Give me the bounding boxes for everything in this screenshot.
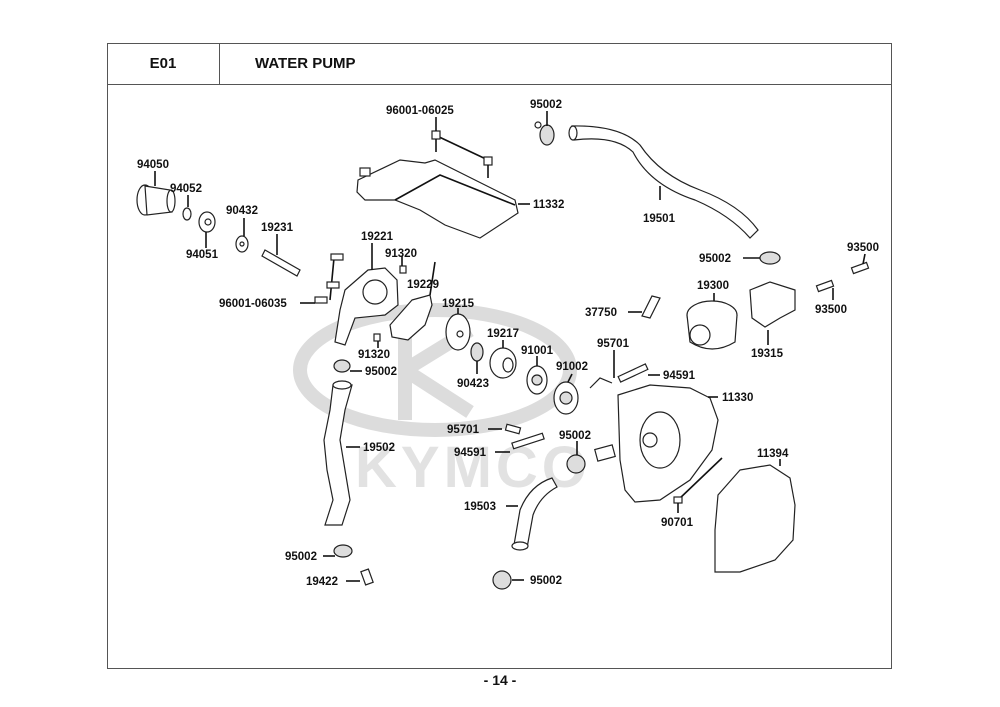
part-19215[interactable] <box>445 313 471 351</box>
callout-91320[interactable]: 91320 <box>358 349 390 361</box>
part-19503[interactable] <box>513 477 558 549</box>
callout-90701[interactable]: 90701 <box>661 517 694 529</box>
callout-19503[interactable]: 19503 <box>464 501 496 513</box>
part-94591-a[interactable] <box>617 363 649 383</box>
part-19422[interactable] <box>360 568 374 586</box>
callout-93500[interactable]: 93500 <box>815 304 847 316</box>
part-19221[interactable] <box>334 267 399 346</box>
callout-19502[interactable]: 19502 <box>363 442 395 454</box>
callout-91001[interactable]: 91001 <box>521 345 554 357</box>
part-95701-b[interactable] <box>504 423 522 435</box>
part-93500-b[interactable] <box>815 279 835 293</box>
callout-95002[interactable]: 95002 <box>530 575 562 587</box>
part-19300[interactable] <box>686 300 738 350</box>
callout-19221[interactable]: 19221 <box>361 231 394 243</box>
leader-lines <box>154 111 866 582</box>
part-95002-bm[interactable] <box>492 570 512 590</box>
callout-11394[interactable]: 11394 <box>757 448 789 460</box>
part-95002-left[interactable] <box>333 359 351 373</box>
section-code: E01 <box>107 43 220 85</box>
callout-95701[interactable]: 95701 <box>447 424 480 436</box>
callout-95002[interactable]: 95002 <box>285 551 317 563</box>
callout-94591[interactable]: 94591 <box>663 370 696 382</box>
part-91002[interactable] <box>553 381 579 415</box>
part-19502[interactable] <box>323 384 353 526</box>
part-90423[interactable] <box>470 342 484 362</box>
callout-94052[interactable]: 94052 <box>170 183 202 195</box>
callout-94050[interactable]: 94050 <box>137 159 169 171</box>
part-90432[interactable] <box>235 235 249 253</box>
callout-labels: 96001-06025 95002 94050 94052 90432 9405… <box>137 99 879 588</box>
part-94050[interactable] <box>136 184 176 216</box>
part-94051[interactable] <box>198 211 216 233</box>
callout-91320[interactable]: 91320 <box>385 248 417 260</box>
callout-96001-06025[interactable]: 96001-06025 <box>386 105 454 117</box>
part-94052[interactable] <box>182 207 192 221</box>
part-96001-06025[interactable] <box>431 130 493 178</box>
part-91001[interactable] <box>526 365 548 395</box>
callout-94051[interactable]: 94051 <box>186 249 219 261</box>
callout-19422[interactable]: 19422 <box>306 576 338 588</box>
callout-93500[interactable]: 93500 <box>847 242 879 254</box>
callout-95002[interactable]: 95002 <box>559 430 591 442</box>
part-95002-right[interactable] <box>759 251 781 265</box>
callout-19229[interactable]: 19229 <box>407 279 439 291</box>
part-95701-a[interactable] <box>589 377 613 389</box>
callout-96001-06035[interactable]: 96001-06035 <box>219 298 287 310</box>
callout-19315[interactable]: 19315 <box>751 348 784 360</box>
callout-95002[interactable]: 95002 <box>530 99 562 111</box>
part-95002-bl[interactable] <box>333 544 353 558</box>
callout-91002[interactable]: 91002 <box>556 361 588 373</box>
callout-90423[interactable]: 90423 <box>457 378 489 390</box>
page-title: WATER PUMP <box>220 43 892 85</box>
part-93500-a[interactable] <box>850 261 870 275</box>
part-19229[interactable] <box>389 294 433 341</box>
part-19501[interactable] <box>571 125 759 239</box>
callout-90432[interactable]: 90432 <box>226 205 258 217</box>
watermark-ring <box>293 303 577 437</box>
part-96001-06035[interactable] <box>314 253 344 304</box>
callout-11330[interactable]: 11330 <box>722 392 753 404</box>
callout-95701[interactable]: 95701 <box>597 338 630 350</box>
part-37750[interactable] <box>641 295 661 319</box>
callout-95002[interactable]: 95002 <box>365 366 397 378</box>
callout-19215[interactable]: 19215 <box>442 298 475 310</box>
part-19231[interactable] <box>261 249 301 277</box>
callout-95002[interactable]: 95002 <box>699 253 731 265</box>
part-19315[interactable] <box>749 281 796 328</box>
part-94591-b[interactable] <box>511 432 545 450</box>
part-91320-a[interactable] <box>399 265 407 274</box>
part-11394[interactable] <box>714 464 796 573</box>
callout-19231[interactable]: 19231 <box>261 222 294 234</box>
page-number: - 14 - <box>483 672 517 688</box>
callout-19501[interactable]: 19501 <box>643 213 676 225</box>
part-95002-mid[interactable] <box>566 454 586 474</box>
part-91320-b[interactable] <box>373 333 381 342</box>
callout-11332[interactable]: 11332 <box>533 199 564 211</box>
callout-19300[interactable]: 19300 <box>697 280 729 292</box>
part-11330[interactable] <box>594 384 719 503</box>
part-19217[interactable] <box>489 347 517 379</box>
callout-37750[interactable]: 37750 <box>585 307 617 319</box>
callout-19217[interactable]: 19217 <box>487 328 519 340</box>
part-11332[interactable] <box>356 159 519 239</box>
callout-94591[interactable]: 94591 <box>454 447 487 459</box>
diagram-frame <box>107 43 892 669</box>
part-95002-top[interactable] <box>534 121 555 146</box>
